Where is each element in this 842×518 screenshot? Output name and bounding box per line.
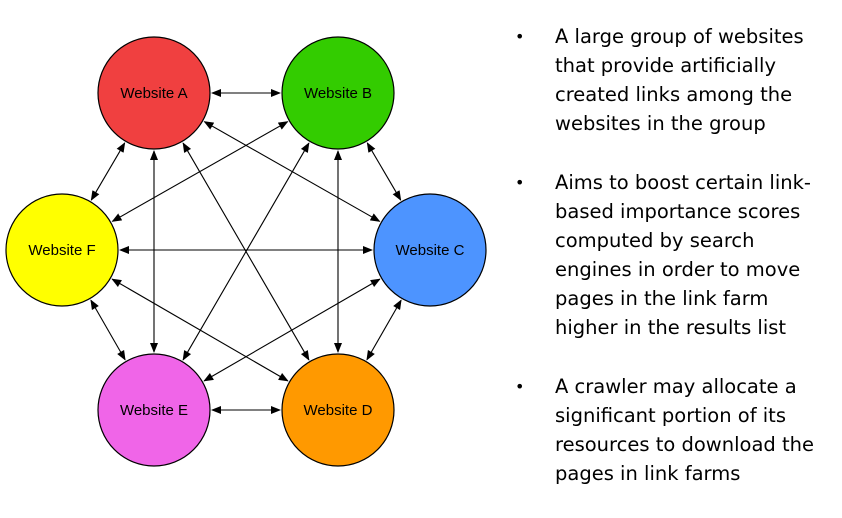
node-circle [281,36,395,150]
node-website-d: Website D [281,353,395,467]
node-circle [373,193,487,307]
node-circle [97,353,211,467]
bullet-dot: • [515,27,525,46]
bullet-text: A crawler may allocate a significant por… [555,375,814,485]
edge-c-d [366,299,402,361]
node-website-e: Website E [97,353,211,467]
node-label: Website E [120,402,188,419]
edge-a-f [90,142,126,201]
node-label: Website B [304,85,372,102]
bullet-list: • A large group of websites that provide… [515,22,835,518]
bullet-dot: • [515,173,525,192]
node-website-c: Website C [373,193,487,307]
bullet-text: A large group of websites that provide a… [555,25,804,135]
bullet-dot: • [515,377,525,396]
node-website-a: Website A [97,36,211,150]
bullet-item: • Aims to boost certain link-based impor… [515,168,835,342]
link-farm-diagram: Website A Website B Website C Website D Webs… [5,36,487,467]
node-circle [5,193,119,307]
node-label: Website C [396,242,465,259]
node-website-b: Website B [281,36,395,150]
bullet-text: Aims to boost certain link-based importa… [555,171,811,339]
node-label: Website F [28,242,95,259]
node-website-f: Website F [5,193,119,307]
node-label: Website D [304,402,373,419]
edge-e-f [90,299,126,361]
node-circle [97,36,211,150]
node-label: Website A [120,85,187,102]
edge-d-f [111,278,289,382]
edge-b-f [111,121,289,222]
node-circle [281,353,395,467]
bullet-item: • A crawler may allocate a significant p… [515,372,835,488]
edges-layer [90,89,402,414]
bullet-item: • A large group of websites that provide… [515,22,835,138]
edge-b-c [366,142,402,201]
nodes-layer: Website A Website B Website C Website D Webs… [5,36,487,467]
